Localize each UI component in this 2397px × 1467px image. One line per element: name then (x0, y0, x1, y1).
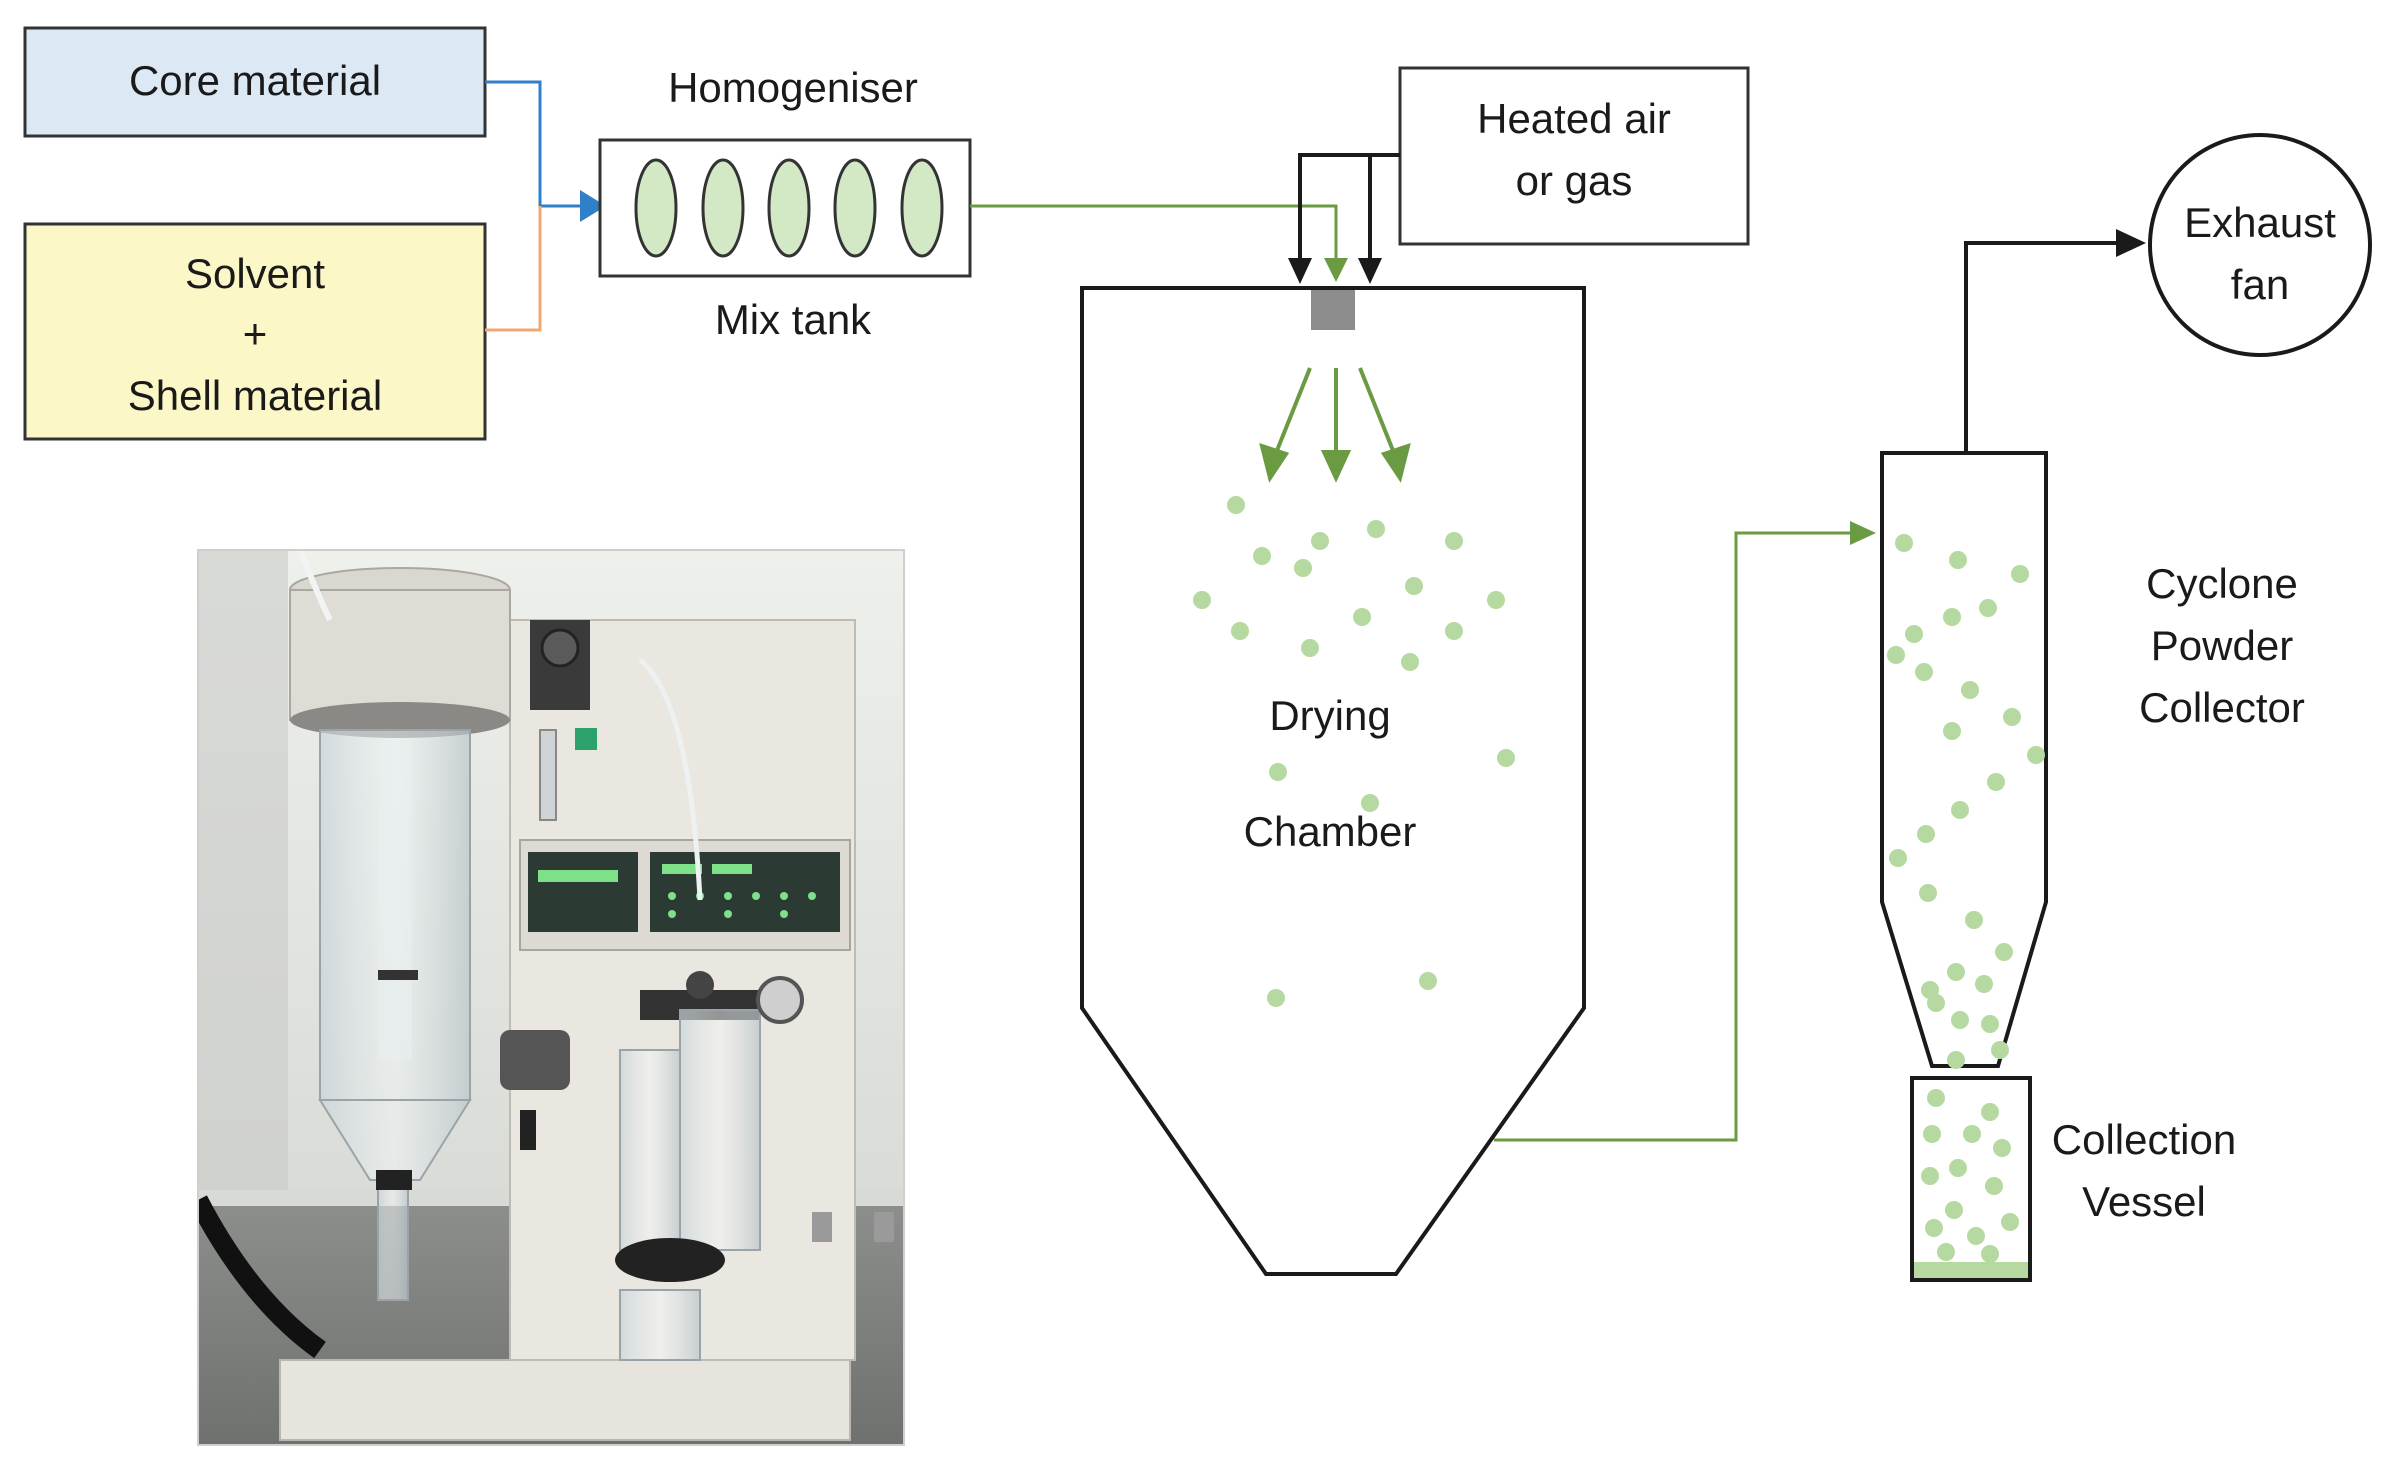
mixer-blade (701, 158, 745, 258)
core-material-box: Core material (23, 26, 487, 138)
heated-air-label-1: Heated air (1477, 95, 1671, 142)
solvent-label: Solvent (185, 250, 325, 297)
cyclone-label-2: Powder (2151, 622, 2293, 669)
mixer-blade (767, 158, 811, 258)
homogeniser: Homogeniser Mix tank (598, 64, 972, 343)
cyclone-label-1: Cyclone (2146, 560, 2298, 607)
feed-to-nozzle-line (970, 204, 1338, 276)
feed-to-nozzle-arrowhead (1324, 258, 1348, 282)
air-arrowhead-left (1288, 258, 1312, 284)
collection-vessel (1910, 1076, 2032, 1282)
core-feed-arrowhead (580, 190, 606, 222)
collection-vessel-label-1: Collection (2052, 1116, 2236, 1163)
spray-dryer-photo (197, 549, 905, 1446)
spray-arrows (1259, 367, 1411, 483)
chamber-droplets (1193, 496, 1515, 1007)
exhaust-label-1: Exhaust (2184, 199, 2336, 246)
mixer-blade (900, 158, 944, 258)
mixer-blade (634, 158, 678, 258)
homogeniser-title: Homogeniser (668, 64, 918, 111)
plus-label: + (243, 310, 268, 357)
drying-chamber-label-2: Chamber (1244, 808, 1417, 855)
solvent-shell-box: Solvent + Shell material (23, 222, 487, 441)
mixer-blade (833, 158, 877, 258)
cyclone-to-exhaust-line (1964, 241, 2128, 453)
cyclone-collector (1880, 451, 2048, 1069)
vessel-droplets (1921, 1089, 2019, 1263)
drying-chamber-label-1: Drying (1269, 692, 1390, 739)
exhaust-label-2: fan (2231, 261, 2289, 308)
mix-tank-label: Mix tank (715, 296, 872, 343)
cyclone-to-exhaust-arrowhead (2116, 229, 2146, 257)
air-arrowhead-right (1358, 258, 1382, 284)
shell-material-label: Shell material (128, 372, 382, 419)
core-feed-line (485, 80, 593, 211)
core-material-label: Core material (129, 57, 381, 104)
exhaust-fan: Exhaust fan (2148, 133, 2372, 357)
drying-chamber: Drying Chamber (1080, 286, 1586, 1276)
heated-air-label-2: or gas (1516, 157, 1633, 204)
solvent-feed-line (485, 206, 542, 332)
heated-air-lines (1298, 153, 1400, 270)
cyclone-label-3: Collector (2139, 684, 2305, 731)
atomizer-nozzle (1311, 290, 1355, 330)
chamber-to-cyclone-line (1494, 531, 1862, 1142)
cyclone-droplets (1887, 534, 2045, 1069)
chamber-to-cyclone-arrowhead (1850, 521, 1876, 545)
collection-vessel-label-2: Vessel (2082, 1178, 2206, 1225)
heated-air-box: Heated air or gas (1398, 66, 1750, 246)
